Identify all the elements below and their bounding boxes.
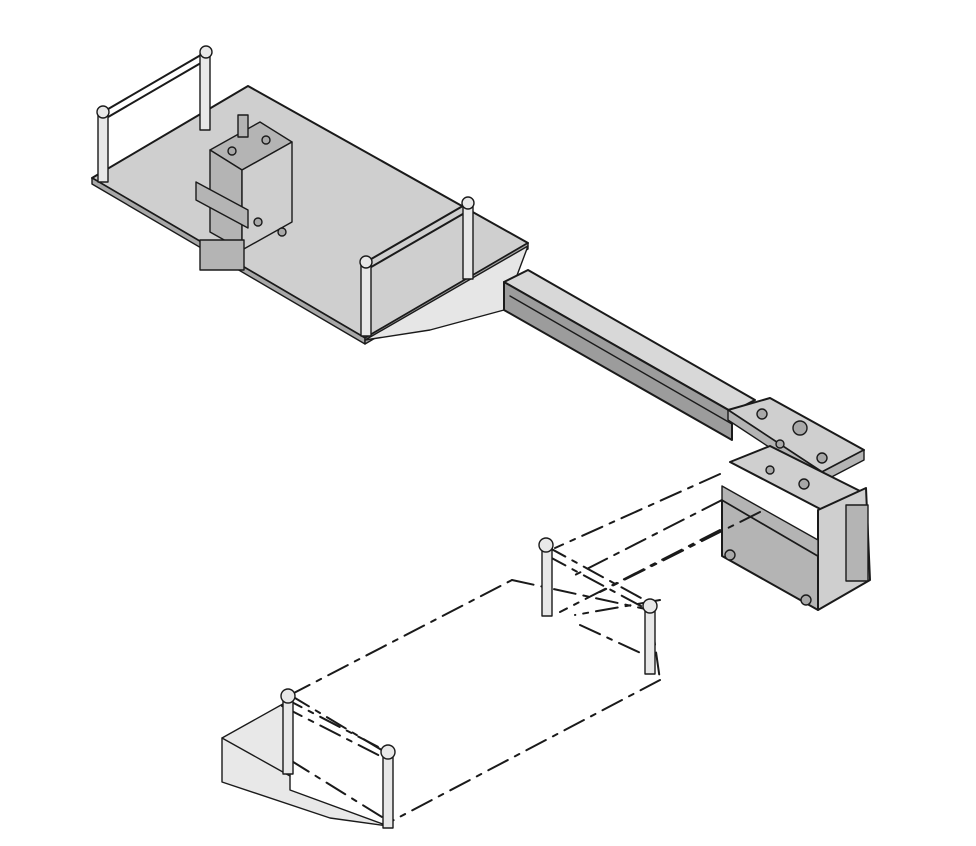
- bolt-head: [277, 227, 287, 237]
- bolt-head: [775, 439, 785, 449]
- rail-knob: [96, 105, 110, 119]
- bolt-head: [253, 217, 263, 227]
- rail-knob: [461, 196, 475, 210]
- phantom-rail-front: [280, 688, 396, 829]
- plate-clamp-bracket: [195, 114, 293, 271]
- rail-post: [360, 261, 372, 337]
- arm-side-face: [503, 281, 733, 441]
- rear-rail: [96, 45, 213, 183]
- exploded-plate-phantom: [221, 473, 761, 829]
- bolt-head: [756, 408, 768, 420]
- mounting-plate-assembly: [91, 45, 529, 345]
- rail-knob: [642, 598, 658, 614]
- rail-knob: [380, 744, 396, 760]
- front-rail: [359, 196, 475, 337]
- rail-post: [199, 53, 211, 131]
- rail-post: [462, 202, 474, 280]
- rail-post: [644, 607, 656, 675]
- bolt-head: [227, 146, 237, 156]
- rail-knob: [359, 255, 373, 269]
- phantom-front-lip: [221, 699, 389, 827]
- rail-knob: [280, 688, 296, 704]
- bolt-head: [261, 135, 271, 145]
- rail-post: [382, 751, 394, 829]
- rail-post: [97, 111, 109, 183]
- phantom-rail-rear: [538, 537, 658, 675]
- rail-post: [541, 547, 553, 617]
- bolt-head: [800, 594, 812, 606]
- bolt-head: [816, 452, 828, 464]
- extension-arm: [503, 269, 756, 441]
- bolt-head: [724, 549, 736, 561]
- wall-bracket-assembly: [721, 397, 871, 611]
- arm-top-face: [503, 269, 756, 413]
- rail-knob: [199, 45, 213, 59]
- bolt-head: [798, 478, 810, 490]
- rail-knob: [538, 537, 554, 553]
- bolt-head: [792, 420, 808, 436]
- bolt-head: [765, 465, 775, 475]
- rail-post: [282, 697, 294, 775]
